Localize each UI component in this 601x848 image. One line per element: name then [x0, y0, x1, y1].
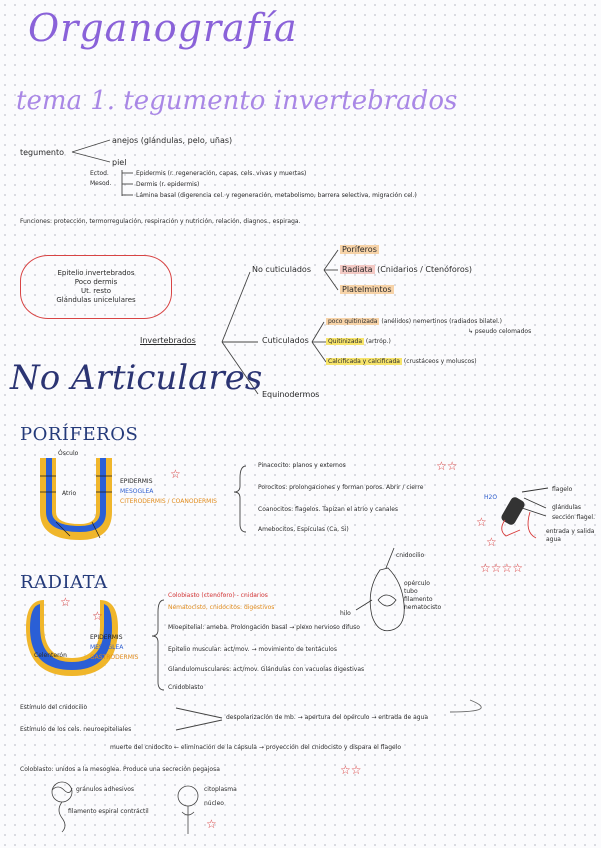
star-icon: ☆☆☆☆ [480, 561, 524, 575]
epidermis-label: Epidermis (r. regeneración, capas, cels.… [136, 170, 307, 177]
star-icon: ☆ [92, 609, 103, 623]
radiata-layer-mesoglea: MESOGLEA [90, 644, 124, 651]
h2o-label: H2O [484, 494, 498, 501]
star-icon: ☆ [206, 817, 217, 831]
star-icon: ☆ [476, 515, 487, 529]
estimulo-flow2: muerte del cnidocito ← eliminación de la… [110, 744, 402, 751]
glandulas-label: glándulas [552, 504, 582, 511]
cloud-line: Ut. resto [80, 287, 112, 295]
cnido-text: Colobiasto (ctenóforo) - cnidarios [168, 592, 268, 599]
estimulo-line1: Estímulo del cnidocilio [20, 704, 88, 711]
epitelio-muscular-text: Epitelio muscular: act/mov. → movimiento… [168, 646, 337, 653]
lamina-label: Lámina basal (digerencia cel. y regenera… [136, 192, 417, 199]
star-icon: ☆ [486, 535, 497, 549]
glandulomuscular-text: Glandulomusculares: act/mov. Glándulas c… [168, 666, 365, 673]
cloud-line: Epitelio invertebrados [57, 269, 135, 277]
ectod-label: Ectod. [90, 170, 109, 177]
equinodermos-label: Equinodermos [262, 390, 320, 399]
poco-quitinizada-node: poco quitinizada [326, 318, 380, 325]
pinacocito-text: Pinacocito: planos y externos [258, 462, 346, 469]
tubo-label: tubo [404, 588, 418, 595]
piel-label: piel [112, 158, 127, 167]
amebocito-text: Amebocitos, Espículas (Ca, Si) [258, 526, 349, 533]
calcificada-detail: (crustáceos y moluscos) [403, 358, 477, 365]
invertebrate-epithelium-cloud: Epitelio invertebrados Poco dermis Ut. r… [20, 255, 172, 319]
page-title: Organografía [28, 6, 298, 50]
radiata-node: Radiata [340, 265, 375, 274]
mesod-label: Mesod. [90, 180, 112, 187]
star-icon: ☆ [60, 595, 71, 609]
cnidoblasto-text: Cnidoblasto [168, 684, 204, 691]
hilo-label: hilo [340, 610, 351, 617]
tree-root: Invertebrados [140, 336, 196, 345]
atrio-label: Atrio [62, 490, 77, 497]
cnido2-text: Nematocisto, cnidocitos: digestivos [168, 604, 275, 611]
celenteron-label: Celenterón [34, 652, 67, 659]
pseudo-celomados-label: ↳ pseudo celomados [468, 328, 532, 335]
tegumento-label: tegumento [20, 148, 65, 157]
star-icon: ☆☆ [436, 459, 458, 473]
porifera-layer-mesoglea: MESOGLEA [120, 488, 154, 495]
radiata-node-detail: (Cnidarios / Ctenóforos) [377, 265, 473, 274]
poriferos-node: Poríferos [340, 245, 379, 254]
page-subtitle: tema 1. tegumento invertebrados [16, 86, 458, 116]
calcificada-node: Calcificada y calcificada [326, 358, 402, 365]
funciones-text: Funciones: protección, termorregulación,… [20, 218, 301, 225]
operculo-label: opérculo [404, 580, 430, 587]
entrada-agua-label: entrada y salida agua [546, 528, 595, 543]
mioepitelial-text: Mioepitelial: ameba. Prolongación basal … [168, 624, 360, 631]
no-cuticulados-label: No cuticulados [252, 265, 311, 274]
poco-quitinizada-detail: (anélidos) nemertinos (radiados bilatel.… [381, 318, 503, 325]
no-articulares-heading: No Articulares [10, 358, 263, 398]
star-icon: ☆☆ [340, 763, 362, 777]
estimulo-line2: Estímulo de los cels. neuroepiteliales [20, 726, 132, 733]
osculo-label: Ósculo [58, 450, 79, 457]
radiata-heading: RADIATA [20, 572, 108, 593]
porocito-text: Porocitos: prolongaciones y forman poros… [258, 484, 424, 491]
cuticulados-label: Cuticulados [262, 336, 309, 345]
citoplasma-label: citoplasma [204, 786, 237, 793]
anejos-label: anejos (glándulas, pelo, uñas) [112, 136, 233, 145]
nematocisto-label: nematocisto [404, 604, 442, 611]
cloud-line: Glándulas unicelulares [56, 296, 136, 304]
porifera-layer-coanodermis: CITERODERMIS / COANODERMIS [120, 498, 217, 505]
dermis-label: Dermis (r. epidermis) [136, 181, 200, 188]
quitinizada-detail: (artróp.) [365, 338, 391, 345]
coanocito-text: Coanocitos: flagelos. Tapizan el atrio y… [258, 506, 399, 513]
flagelo-label: flagelo [552, 486, 573, 493]
cloud-line: Poco dermis [74, 278, 118, 286]
poriferos-heading: PORÍFEROS [20, 424, 139, 445]
platelmintos-node: Platelmintos [340, 285, 394, 294]
quitinizada-node: Quitinizada [326, 338, 364, 345]
porifera-layer-epidermis: EPIDERMIS [120, 478, 153, 485]
radiata-layer-gastrodermis: GASTRODERMIS [90, 654, 139, 661]
filamento-espiral-label: filamento espiral contráctil [68, 808, 149, 815]
granulos-label: gránulos adhesivos [76, 786, 135, 793]
cnidocilio-label: cnidocilio [396, 552, 425, 559]
estimulo-flow: despolarización de mb. → apertura del op… [226, 714, 429, 721]
radiata-layer-epidermis: EPIDERMIS [90, 634, 123, 641]
coloblasto-text: Coloblasto: unidos a la mesoglea. Produc… [20, 766, 220, 773]
seccion-flagel-label: sección flagel. [552, 514, 595, 521]
star-icon: ☆ [170, 467, 181, 481]
filamento-label: filamento [404, 596, 433, 603]
nucleo-label: núcleo [204, 800, 224, 807]
